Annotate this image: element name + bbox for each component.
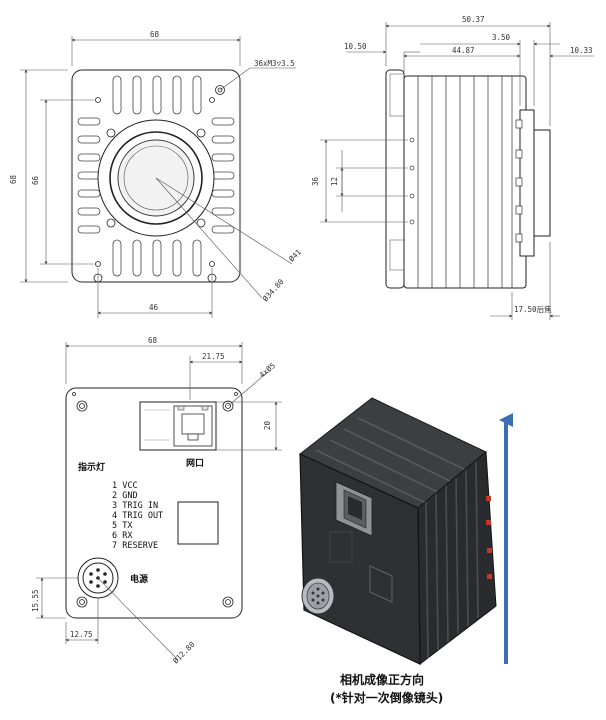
back-dim-2175: 21.75 (202, 352, 225, 361)
back-dim-1275: 12.75 (70, 630, 93, 639)
front-dim-height: 68 (9, 174, 18, 184)
render-power-connector (301, 577, 335, 615)
pin-item: 2 GND (112, 491, 138, 501)
indicator-label: 指示灯 (78, 461, 105, 473)
pin-item: 5 TX (112, 521, 133, 531)
network-port (139, 401, 217, 451)
render-side-fins (425, 461, 479, 659)
pin-item: 7 RESERVE (112, 541, 158, 551)
front-bottom-fins (112, 239, 202, 277)
front-corner-holes (93, 85, 225, 283)
front-hole-note: 36xM3▽3.5 (254, 59, 295, 68)
render-back-face (299, 453, 421, 665)
front-top-fins (112, 75, 202, 115)
side-dim-1033: 10.33 (570, 46, 593, 55)
render-side-accents (486, 496, 492, 579)
front-view: 68 68 66 46 36xM3▽3.5 Ø41 Ø34.80 (9, 30, 303, 318)
render-top-fins (315, 417, 471, 506)
back-dim-1280: Ø12.80 (171, 640, 197, 666)
front-side-fins (77, 117, 235, 234)
front-dim-46: 46 (149, 303, 159, 312)
back-dim-20: 20 (263, 420, 272, 430)
side-main-body (403, 75, 527, 289)
front-dia-34: Ø34.80 (261, 277, 286, 304)
camera-render (299, 397, 497, 666)
back-corner-holes (72, 392, 238, 608)
back-view: 68 21.75 20 4xØ5 15.55 12.75 Ø12.80 指示灯 … (31, 336, 282, 665)
power-label: 电源 (130, 573, 148, 585)
front-dim-width: 68 (150, 30, 160, 39)
front-mount-screws (106, 128, 206, 228)
back-dim-1555: 15.55 (31, 589, 40, 612)
back-dim-4x05: 4xØ5 (258, 361, 278, 380)
side-dim-36: 36 (311, 176, 320, 186)
network-port-label: 网口 (186, 458, 204, 469)
pin-item: 4 TRIG OUT (112, 511, 163, 521)
side-dim-total: 50.37 (462, 15, 485, 24)
side-lens-mount (533, 129, 551, 237)
render-network-port (335, 481, 373, 537)
pin-list: 1 VCC 2 GND 3 TRIG IN 4 TRIG OUT 5 TX 6 … (112, 481, 163, 551)
pin-item: 1 VCC (112, 481, 138, 491)
pin-item: 6 RX (112, 531, 133, 541)
front-dim-66: 66 (31, 175, 40, 185)
side-view: 50.37 3.50 44.87 10.50 10.33 36 12 17 (311, 15, 594, 320)
pin-item: 3 TRIG IN (112, 501, 158, 511)
caption-line2: (*针对一次倒像镜头) (330, 690, 443, 705)
side-dim-back-focal: 17.50后焦 (514, 304, 552, 314)
side-fins (417, 76, 513, 288)
side-back-plate (385, 69, 405, 289)
side-dim-4487: 44.87 (452, 46, 475, 55)
side-dim-1050: 10.50 (344, 42, 367, 51)
back-dim-width: 68 (148, 336, 158, 345)
side-dim-350: 3.50 (492, 33, 511, 42)
caption-line1: 相机成像正方向 (340, 672, 424, 687)
side-dim-12: 12 (330, 177, 339, 186)
back-label-window (177, 501, 219, 545)
front-dia-41: Ø41 (287, 247, 303, 263)
side-screw-dots (409, 137, 415, 225)
